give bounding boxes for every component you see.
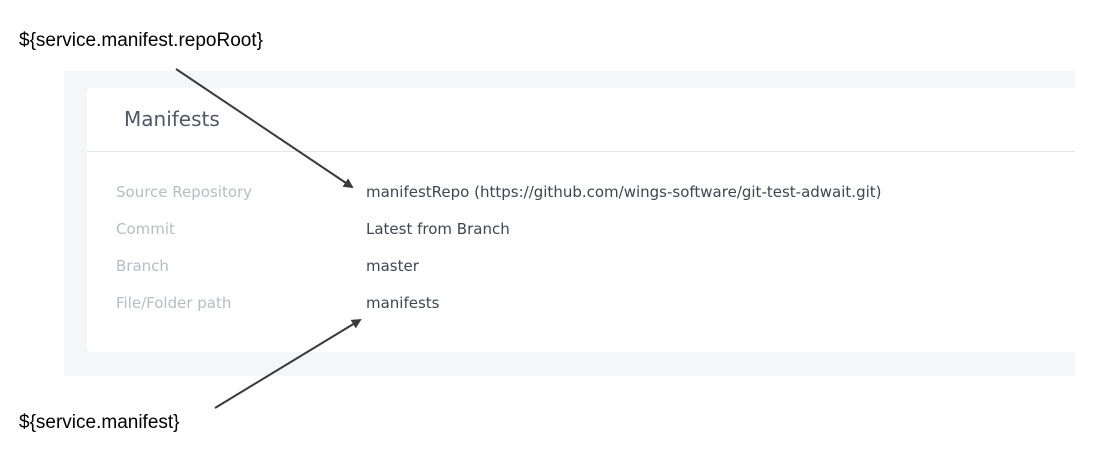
value-branch: master bbox=[366, 257, 419, 275]
annotation-repo-root: ${service.manifest.repoRoot} bbox=[19, 30, 263, 51]
label-source-repository: Source Repository bbox=[116, 183, 253, 201]
annotation-manifest: ${service.manifest} bbox=[19, 412, 180, 433]
value-file-folder-path: manifests bbox=[366, 294, 440, 312]
label-commit: Commit bbox=[116, 220, 175, 238]
row-source-repository: Source Repository manifestRepo (https://… bbox=[116, 183, 882, 220]
row-branch: Branch master bbox=[116, 257, 882, 294]
row-commit: Commit Latest from Branch bbox=[116, 220, 882, 257]
label-file-folder-path: File/Folder path bbox=[116, 294, 232, 312]
card-title: Manifests bbox=[124, 107, 220, 131]
card-divider bbox=[87, 151, 1075, 152]
row-file-folder-path: File/Folder path manifests bbox=[116, 294, 882, 331]
label-branch: Branch bbox=[116, 257, 169, 275]
details-list: Source Repository manifestRepo (https://… bbox=[116, 183, 882, 331]
value-source-repository: manifestRepo (https://github.com/wings-s… bbox=[366, 183, 882, 201]
manifests-card: Manifests Source Repository manifestRepo… bbox=[87, 88, 1075, 352]
value-commit: Latest from Branch bbox=[366, 220, 510, 238]
